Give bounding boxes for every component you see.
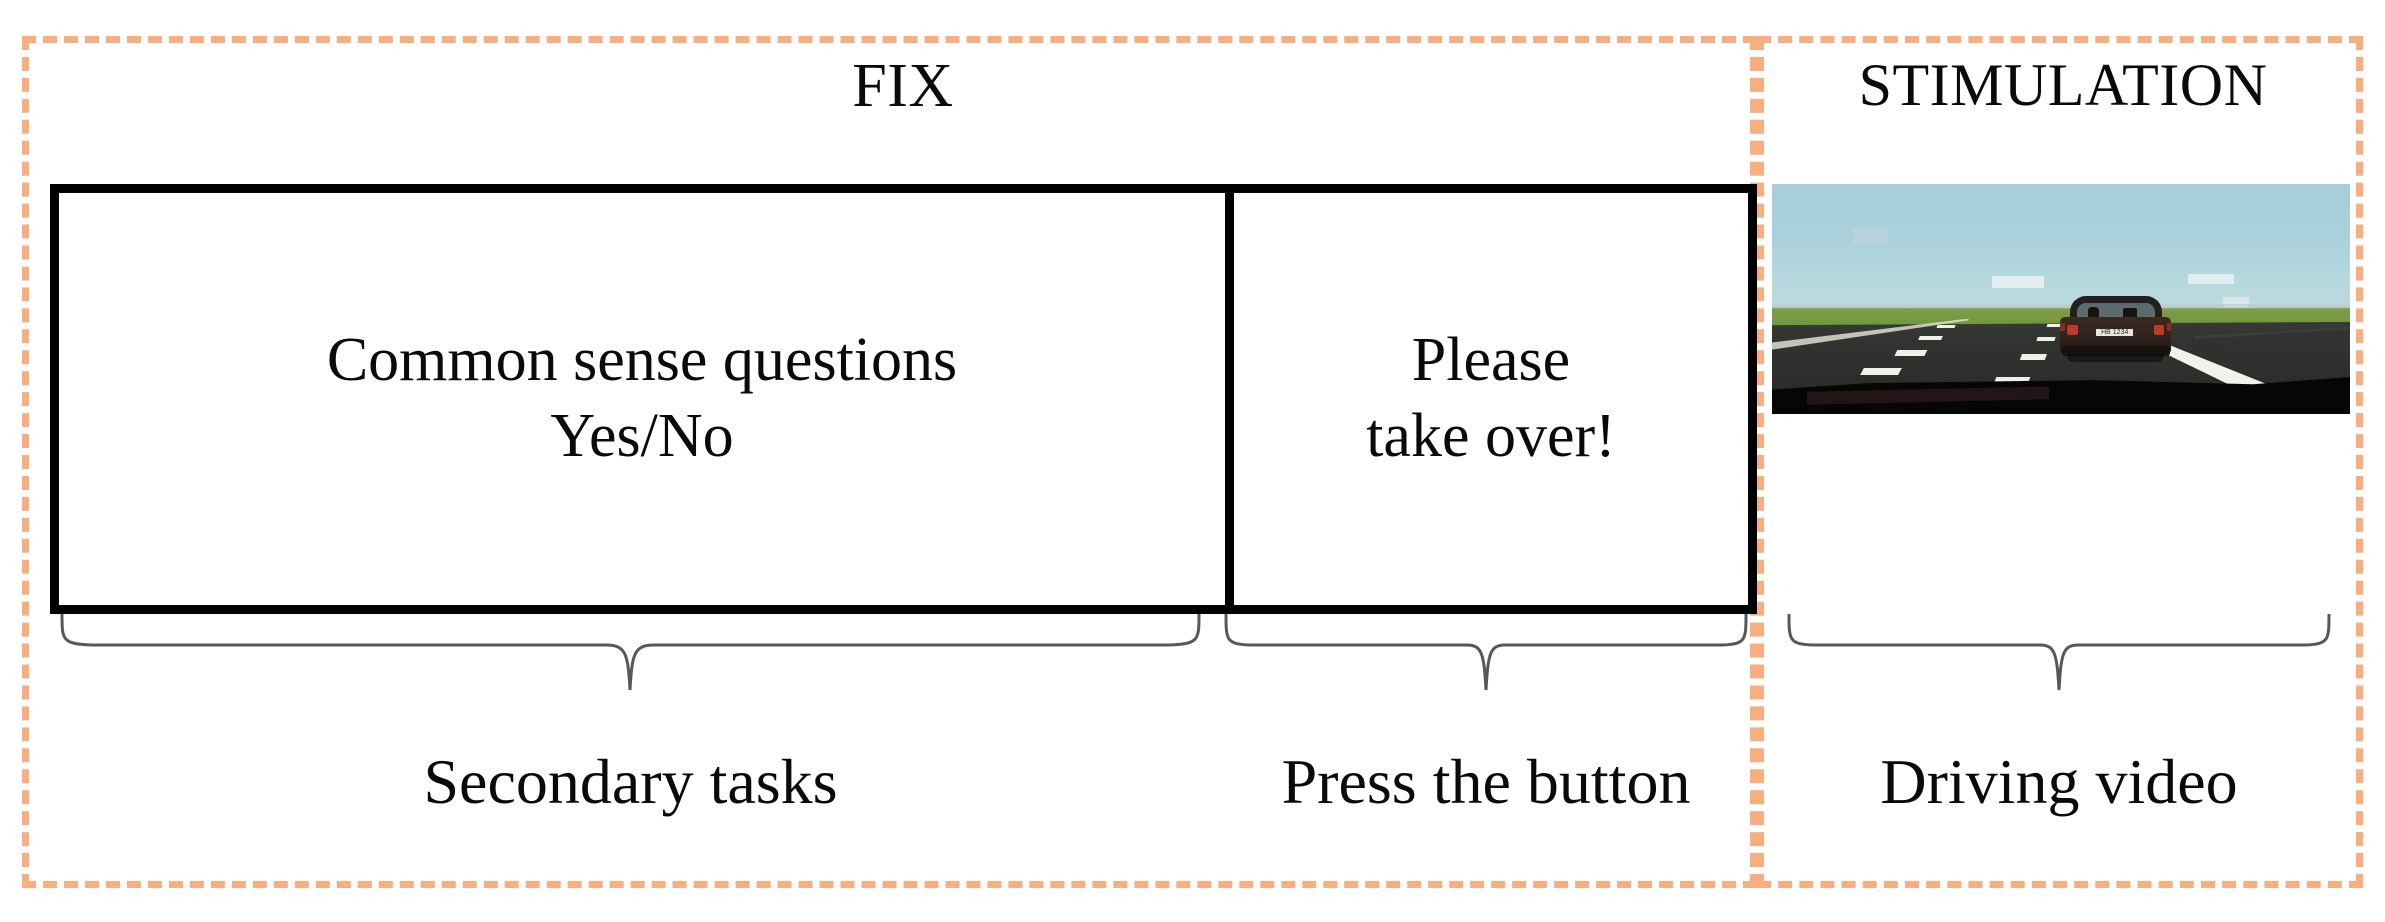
- lane-marking: [2019, 354, 2047, 360]
- dashboard-reflection: [1806, 386, 2050, 405]
- driving-video-thumbnail: HB 1234: [1772, 184, 2350, 414]
- horizon-line: [1772, 303, 2350, 311]
- lane-marking: [1894, 349, 1928, 356]
- taillight-icon: [2067, 324, 2078, 336]
- fix-section-title: FIX: [852, 52, 954, 120]
- secondary-task-cell: Common sense questions Yes/No: [59, 193, 1234, 605]
- license-plate: HB 1234: [2096, 328, 2134, 336]
- secondary-tasks-label: Secondary tasks: [423, 746, 838, 817]
- lane-marking: [1859, 368, 1902, 375]
- press-button-brace: [1222, 614, 1750, 692]
- sky: [1772, 184, 2350, 311]
- stimulation-section-title: STIMULATION: [1858, 52, 2268, 118]
- lane-marking: [1936, 325, 1956, 329]
- secondary-task-text: Common sense questions Yes/No: [326, 326, 958, 470]
- lead-car: HB 1234: [2058, 294, 2174, 372]
- driving-video-brace: [1785, 614, 2333, 692]
- secondary-tasks-brace: [58, 614, 1203, 692]
- stimulation-phase-panel: [1757, 36, 2363, 888]
- takeover-request-text: Please take over!: [1366, 326, 1616, 470]
- cloud: [1991, 276, 2044, 288]
- car-side-panel: [2166, 323, 2172, 332]
- cloud: [2188, 273, 2235, 285]
- car-headrest: [2122, 308, 2137, 320]
- driving-scene: HB 1234: [1772, 184, 2350, 414]
- driving-video-label: Driving video: [1880, 746, 2238, 817]
- cloud: [1852, 227, 1888, 244]
- license-plate-text: HB 1234: [2101, 328, 2129, 336]
- takeover-request-cell: Please take over!: [1234, 193, 1748, 605]
- lane-marking: [1918, 335, 1944, 340]
- car-side-panel: [2060, 323, 2066, 332]
- press-the-button-label: Press the button: [1281, 746, 1691, 817]
- task-display-box: Common sense questions Yes/No Please tak…: [50, 184, 1757, 614]
- taillight-icon: [2154, 324, 2165, 336]
- car-headrest: [2088, 306, 2099, 321]
- car-shadow: [2067, 353, 2165, 363]
- lane-marking: [2036, 336, 2056, 342]
- car-bumper: [2061, 345, 2171, 357]
